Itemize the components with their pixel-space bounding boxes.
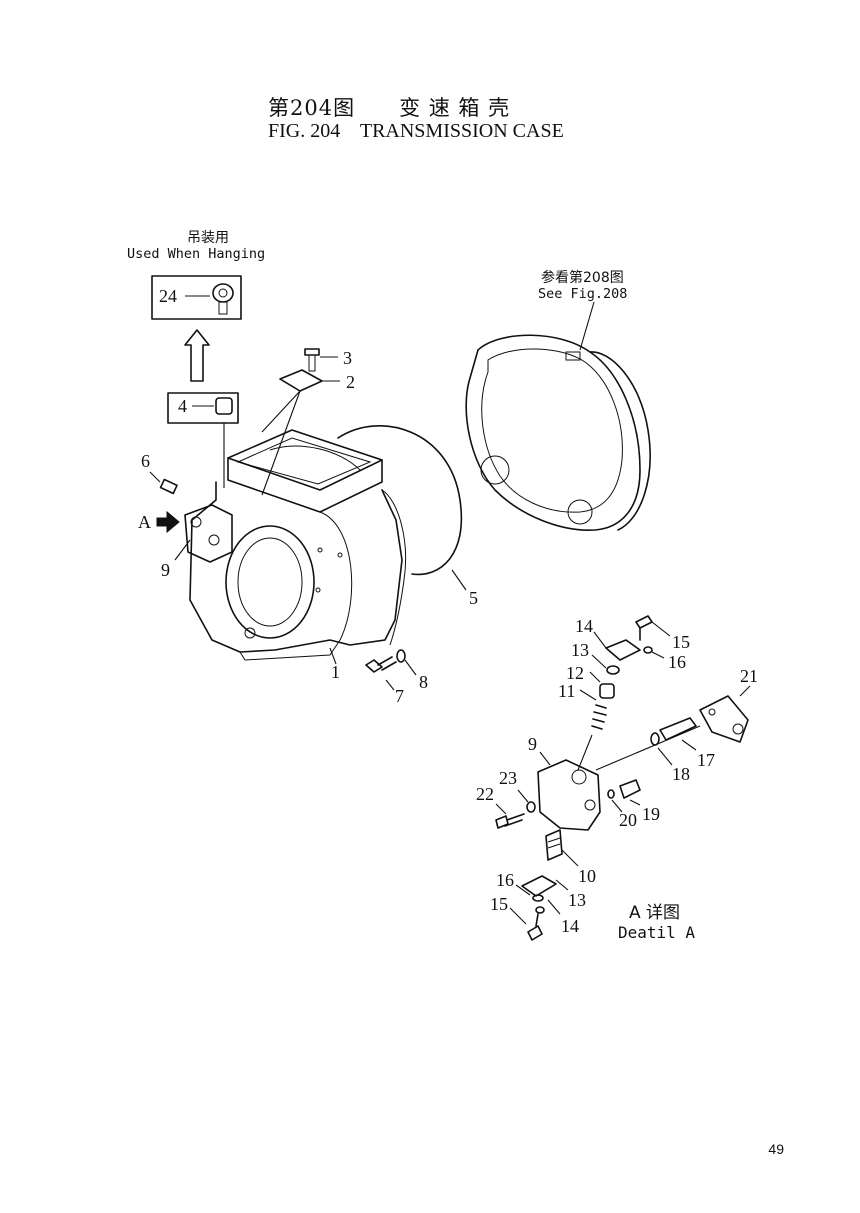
bolt-3: 3 — [304, 348, 352, 372]
callout-1: 1 — [331, 662, 340, 682]
page-number: 49 — [768, 1141, 784, 1157]
callout-8: 8 — [419, 672, 428, 692]
detail-a: 9 11 12 13 14 15 16 17 18 — [476, 615, 758, 942]
callout-17: 17 — [697, 750, 715, 770]
eyebolt-box: 24 — [151, 275, 242, 320]
callout-10: 10 — [578, 866, 596, 886]
callout-15-bottom: 15 — [490, 894, 508, 914]
callout-18: 18 — [672, 764, 690, 784]
bolt-7: 7 — [365, 656, 404, 706]
view-arrow-a: A — [138, 510, 180, 534]
callout-9-detail: 9 — [528, 734, 537, 754]
callout-13-bottom: 13 — [568, 890, 586, 910]
callout-7: 7 — [395, 686, 404, 706]
callout-2: 2 — [346, 372, 355, 392]
callout-13-top: 13 — [571, 640, 589, 660]
hanging-up-arrow — [184, 329, 210, 382]
callout-23: 23 — [499, 768, 517, 788]
callout-14-bottom: 14 — [561, 916, 579, 936]
figure-title-chinese: 第204图 变 速 箱 壳 — [268, 96, 511, 120]
callout-11: 11 — [558, 681, 575, 701]
cover-2: 2 — [261, 369, 355, 496]
detail-a-title-chinese: A 详图 — [629, 903, 680, 923]
callout-15-top: 15 — [672, 632, 690, 652]
figure-title-english: FIG. 204 TRANSMISSION CASE — [268, 120, 564, 142]
callout-16-top: 16 — [668, 652, 686, 672]
callout-22: 22 — [476, 784, 494, 804]
callout-12: 12 — [566, 663, 584, 683]
see-fig-note-chinese: 参看第208图 — [541, 269, 624, 286]
callout-24: 24 — [159, 286, 177, 306]
callout-21: 21 — [740, 666, 758, 686]
callout-9-case: 9 — [161, 560, 170, 580]
flywheel-housing — [465, 334, 651, 531]
valve-block-on-case: 9 — [161, 504, 233, 580]
see-fig-note-english: See Fig.208 — [538, 286, 627, 302]
view-arrow-label: A — [138, 512, 151, 532]
washer-8: 8 — [396, 649, 428, 692]
o-ring-5: 5 — [337, 425, 478, 608]
callout-16-bottom: 16 — [496, 870, 514, 890]
transmission-case: 1 — [189, 429, 407, 682]
pin-6: 6 — [141, 451, 178, 495]
plug-box: 4 — [167, 392, 239, 488]
detail-a-title-english: Deatil A — [618, 923, 695, 942]
callout-4: 4 — [178, 396, 187, 416]
callout-19: 19 — [642, 804, 660, 824]
callout-20: 20 — [619, 810, 637, 830]
callout-3: 3 — [343, 348, 352, 368]
hanging-note-chinese: 吊装用 — [187, 230, 229, 246]
hanging-note-english: Used When Hanging — [127, 246, 265, 262]
callout-6: 6 — [141, 451, 150, 471]
callout-14-top: 14 — [575, 616, 593, 636]
callout-5: 5 — [469, 588, 478, 608]
